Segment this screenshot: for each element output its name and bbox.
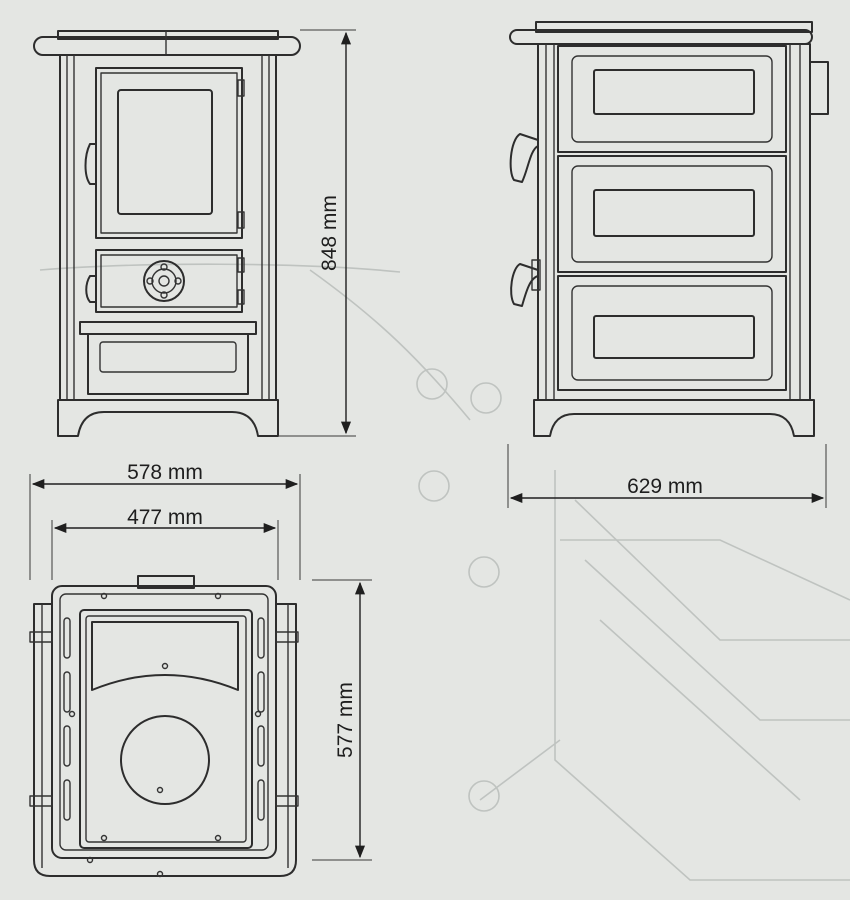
top-cooking-surface xyxy=(79,609,253,849)
side-oven-handle xyxy=(509,133,539,183)
side-panel-middle xyxy=(557,155,787,273)
height-dimension: 848 mm xyxy=(278,29,356,437)
top-hob-plate xyxy=(51,585,277,859)
height-label: 848 mm xyxy=(318,195,341,271)
flue-outlet xyxy=(809,61,829,115)
background-ghost-sketch xyxy=(39,263,850,881)
side-panel-bottom xyxy=(557,275,787,391)
side-body xyxy=(537,43,811,401)
firebox-door-handle xyxy=(85,275,97,303)
width-dimensions: 578 mm 477 mm xyxy=(29,461,301,580)
top-burner-ring xyxy=(120,715,210,805)
front-shelf xyxy=(79,321,257,335)
top-warming-zone xyxy=(91,621,239,691)
inner-width-label: 477 mm xyxy=(127,506,203,529)
top-view xyxy=(29,575,299,878)
top-flue-stub xyxy=(137,575,195,589)
side-hob-edge xyxy=(535,21,813,33)
side-panel-top xyxy=(557,45,787,153)
hinge-top xyxy=(237,79,245,97)
ash-drawer xyxy=(87,333,249,395)
front-view xyxy=(33,30,301,437)
oven-door-handle xyxy=(84,143,97,185)
air-regulator-knob xyxy=(143,260,185,302)
side-plinth xyxy=(533,399,815,437)
top-depth-dimension: 577 mm xyxy=(312,579,372,861)
front-plinth xyxy=(57,399,279,437)
side-view xyxy=(509,21,829,437)
hinge-bottom xyxy=(237,211,245,229)
outer-width-label: 578 mm xyxy=(127,461,203,484)
side-depth-dimension: 629 mm xyxy=(507,444,827,508)
front-hob-edge xyxy=(57,30,279,40)
top-depth-label: 577 mm xyxy=(334,682,357,758)
side-depth-label: 629 mm xyxy=(627,475,703,498)
side-firebox-handle xyxy=(510,263,539,307)
top-rail-frame xyxy=(33,603,297,877)
oven-door-window xyxy=(117,89,213,215)
